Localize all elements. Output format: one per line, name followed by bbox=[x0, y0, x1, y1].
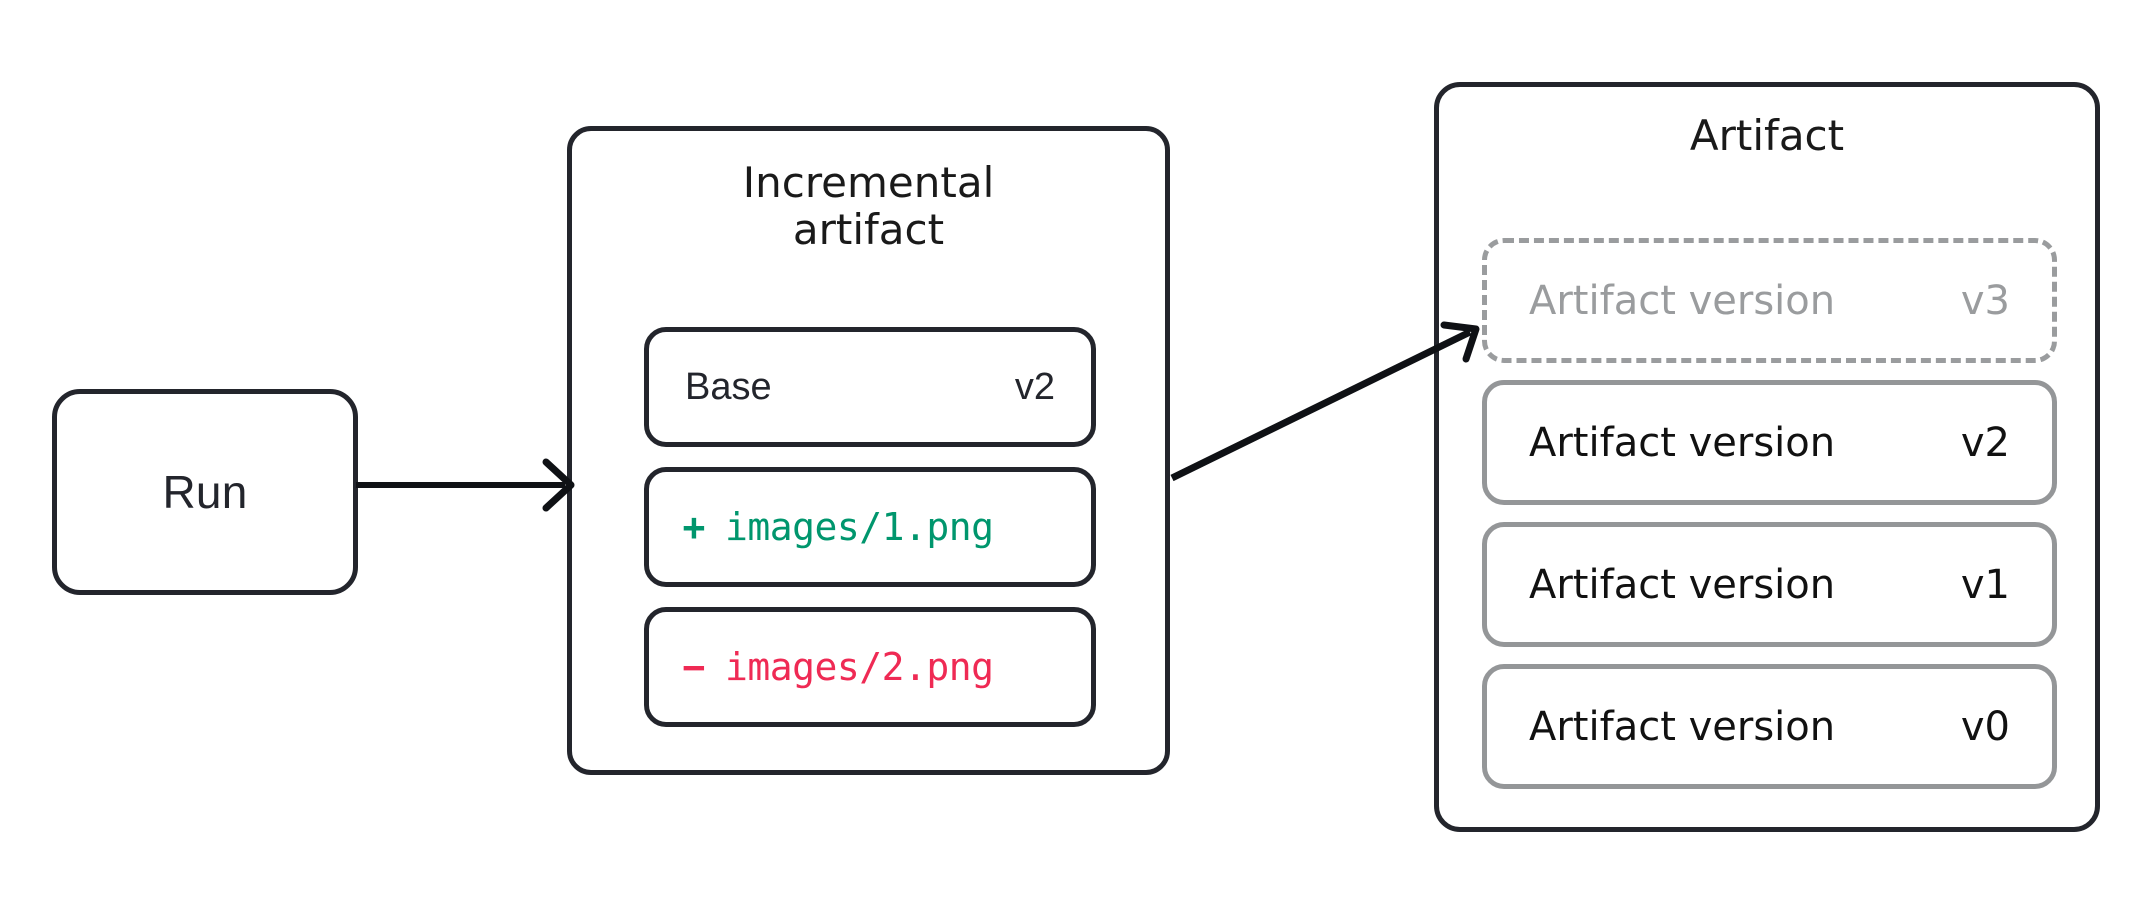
artifact-title: Artifact bbox=[1689, 111, 1845, 160]
run-node-label: Run bbox=[162, 466, 248, 518]
artifact-version-label: Artifact version bbox=[1529, 561, 1836, 608]
incremental-artifact-node[interactable]: Incremental artifact Base v2 + images/1.… bbox=[567, 126, 1170, 775]
plus-icon: + bbox=[682, 505, 706, 549]
change-row-removed[interactable]: − images/2.png bbox=[644, 607, 1096, 727]
artifact-version-row-v0[interactable]: Artifact version v0 bbox=[1482, 664, 2057, 789]
artifact-version-label: Artifact version bbox=[1529, 419, 1836, 466]
artifact-version-row-v1[interactable]: Artifact version v1 bbox=[1482, 522, 2057, 647]
artifact-version-label: Artifact version bbox=[1529, 703, 1836, 750]
change-row-added[interactable]: + images/1.png bbox=[644, 467, 1096, 587]
arrow-run-to-incremental bbox=[356, 458, 575, 512]
incremental-artifact-title: Incremental artifact bbox=[572, 159, 1165, 253]
incremental-artifact-title-line1: Incremental bbox=[742, 158, 995, 207]
base-row-version: v2 bbox=[1014, 365, 1055, 408]
artifact-version-row-v3[interactable]: Artifact version v3 bbox=[1482, 238, 2057, 363]
artifact-version-row-v2[interactable]: Artifact version v2 bbox=[1482, 380, 2057, 505]
artifact-version-tag: v3 bbox=[1960, 277, 2010, 324]
run-node[interactable]: Run bbox=[52, 389, 358, 595]
base-row-label: Base bbox=[685, 365, 772, 408]
arrow-incremental-to-artifact bbox=[1170, 321, 1480, 482]
artifact-version-tag: v0 bbox=[1960, 703, 2010, 750]
minus-icon: − bbox=[682, 645, 706, 689]
change-row-added-path: images/1.png bbox=[725, 505, 994, 549]
artifact-version-tag: v1 bbox=[1960, 561, 2010, 608]
change-row-removed-path: images/2.png bbox=[725, 645, 994, 689]
artifact-node[interactable]: Artifact Artifact version v3 Artifact ve… bbox=[1434, 82, 2100, 832]
base-row[interactable]: Base v2 bbox=[644, 327, 1096, 447]
incremental-artifact-title-line2: artifact bbox=[792, 205, 945, 255]
artifact-version-tag: v2 bbox=[1960, 419, 2010, 466]
artifact-version-label: Artifact version bbox=[1529, 277, 1836, 324]
